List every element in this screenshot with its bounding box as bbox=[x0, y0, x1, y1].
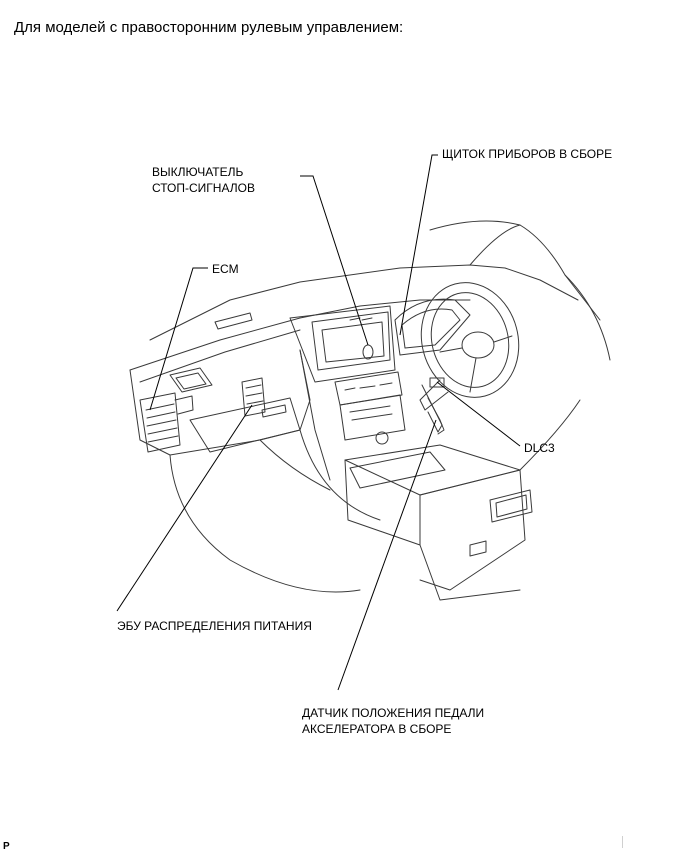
steering-spokes bbox=[439, 335, 513, 393]
display-top-grille bbox=[349, 317, 373, 321]
accel-sensor-label-line1: ДАТЧИК ПОЛОЖЕНИЯ ПЕДАЛИ bbox=[302, 706, 485, 720]
power-ecu-ribs bbox=[245, 384, 264, 405]
lower-stack-buttons bbox=[349, 405, 393, 421]
dashboard-top-inner bbox=[139, 329, 301, 383]
dlc3-connector bbox=[429, 377, 445, 388]
passenger-vent-inner bbox=[175, 372, 207, 390]
leader-dlc3 bbox=[436, 381, 521, 447]
corner-mark: P bbox=[3, 841, 10, 852]
ecm-ribs bbox=[145, 403, 179, 443]
power-distribution-ecu-label: ЭБУ РАСПРЕДЕЛЕНИЯ ПИТАНИЯ bbox=[117, 619, 312, 633]
accel-sensor-label-line2: АКСЕЛЕРАТОРА В СБОРЕ bbox=[302, 722, 452, 736]
ecm-box bbox=[139, 392, 181, 453]
console-small-slot bbox=[469, 540, 487, 557]
console-rear bbox=[419, 469, 526, 591]
brake-pedal bbox=[421, 384, 443, 433]
floor-left bbox=[299, 429, 381, 521]
console-top bbox=[344, 444, 521, 496]
display-frame bbox=[311, 311, 391, 371]
steering-wheel-inner bbox=[430, 292, 510, 388]
accelerator-pedal bbox=[427, 397, 445, 435]
floor-right bbox=[519, 399, 581, 471]
passenger-lower bbox=[169, 454, 361, 593]
glovebox bbox=[189, 397, 301, 453]
glovebox-handle bbox=[261, 404, 287, 418]
defroster-vent bbox=[214, 312, 253, 330]
console-front bbox=[344, 459, 421, 546]
climate-panel bbox=[334, 371, 403, 406]
lower-knob bbox=[375, 431, 389, 445]
windshield-frame bbox=[149, 264, 579, 341]
dashboard-top bbox=[129, 299, 471, 371]
combination-meter-label: ЩИТОК ПРИБОРОВ В СБОРЕ bbox=[442, 147, 613, 161]
steering-column bbox=[419, 379, 449, 411]
console-rear-vent-inner bbox=[495, 494, 528, 518]
lower-stack bbox=[339, 394, 406, 441]
stop-switch-label-line2: СТОП-СИГНАЛОВ bbox=[152, 181, 255, 195]
ecm-bracket bbox=[174, 395, 194, 415]
leader-accel-sensor bbox=[337, 419, 437, 691]
passenger-vent bbox=[169, 367, 213, 393]
page-heading: Для моделей с правосторонним рулевым упр… bbox=[14, 19, 404, 36]
passenger-dash bbox=[129, 349, 311, 456]
power-ecu-box bbox=[241, 377, 266, 417]
display-screen bbox=[321, 321, 385, 363]
dlc3-label: DLC3 bbox=[524, 441, 555, 455]
meter-face bbox=[401, 308, 461, 349]
leader-power-ecu bbox=[116, 404, 253, 612]
leader-combination-meter bbox=[399, 154, 438, 336]
center-stack-top bbox=[289, 305, 396, 383]
leader-stop-switch bbox=[300, 175, 369, 346]
stop-switch bbox=[362, 344, 374, 360]
passenger-side-line bbox=[259, 439, 331, 491]
door-line bbox=[564, 274, 611, 361]
steering-wheel-rim bbox=[420, 282, 520, 398]
climate-knobs bbox=[344, 382, 393, 391]
a-pillar-right bbox=[469, 224, 601, 321]
console-lid bbox=[349, 451, 446, 489]
roof-line bbox=[429, 220, 521, 231]
page-tick bbox=[622, 836, 623, 848]
ecm-label: ECM bbox=[212, 262, 239, 276]
console-rear-vents bbox=[489, 489, 533, 523]
steering-hub bbox=[461, 331, 495, 359]
center-stack-side bbox=[299, 349, 331, 481]
console-side-bottom bbox=[419, 544, 521, 601]
stop-switch-label-line1: ВЫКЛЮЧАТЕЛЬ bbox=[152, 165, 244, 179]
leader-ecm bbox=[149, 267, 208, 411]
